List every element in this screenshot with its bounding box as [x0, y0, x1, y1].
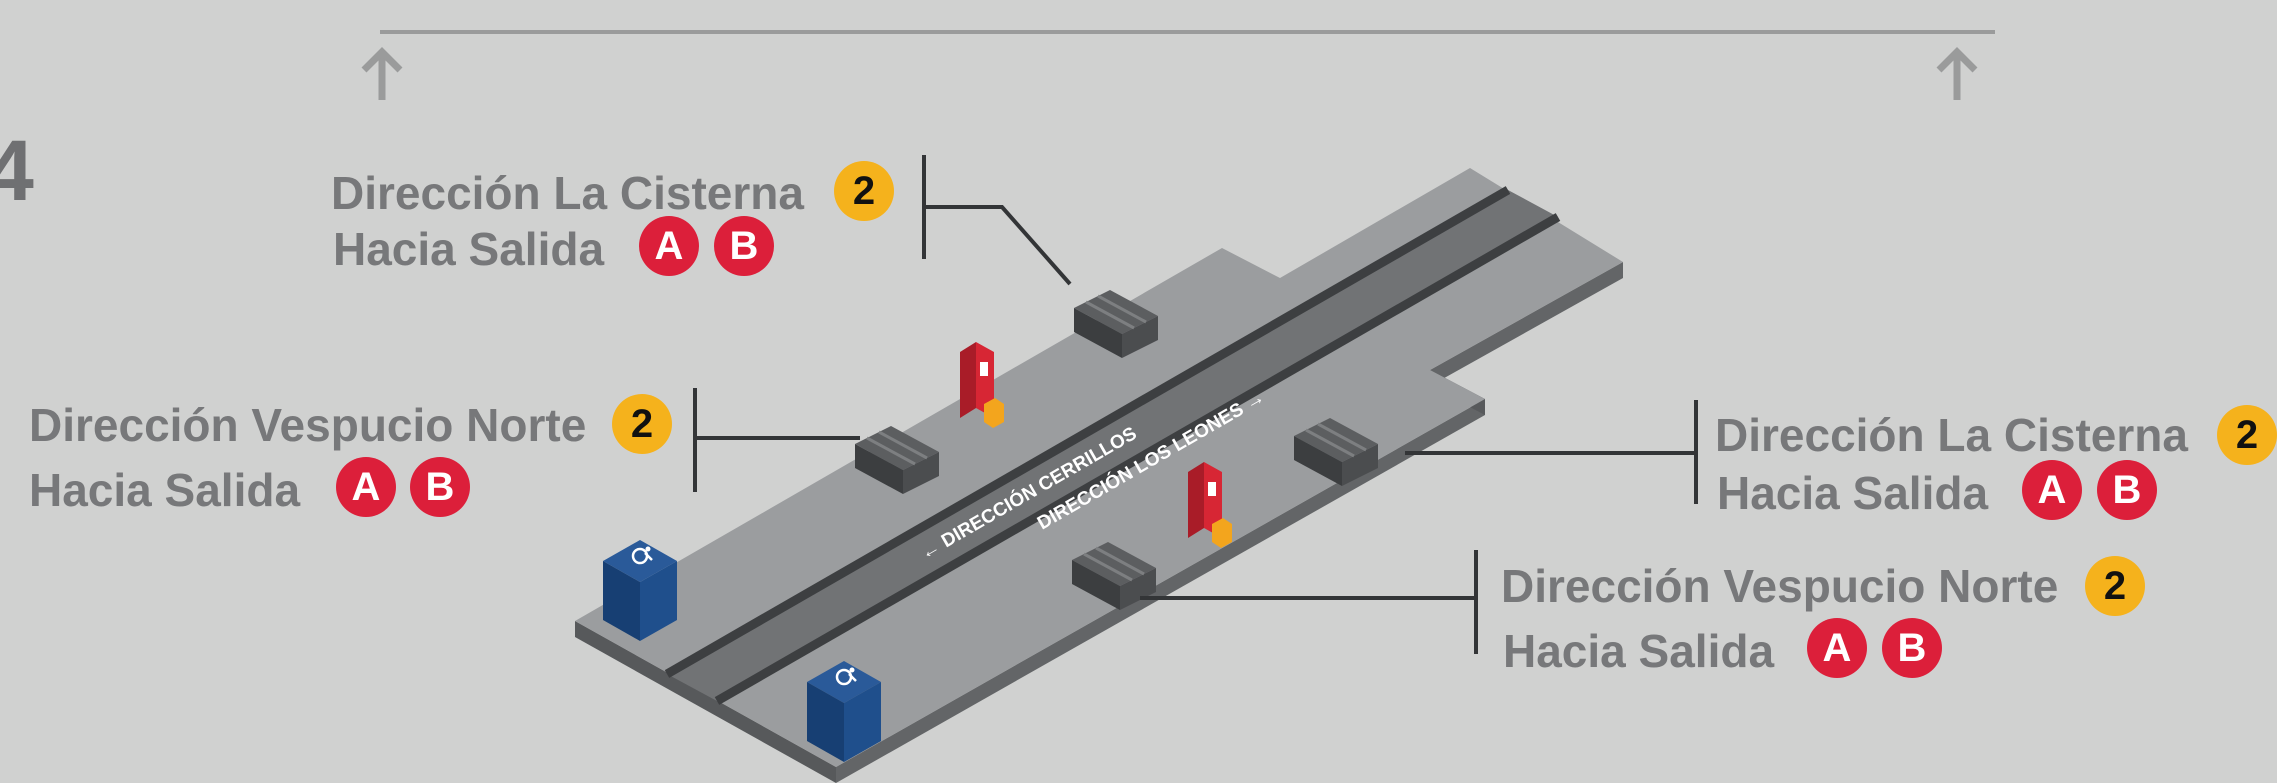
- leader-line: [1405, 400, 1698, 504]
- line-badge: 2: [2217, 405, 2277, 465]
- direction-label: Dirección Vespucio Norte: [1501, 560, 2059, 612]
- exit-label: Hacia Salida: [29, 464, 301, 516]
- elevator-icon: [807, 661, 881, 762]
- leader-line: [693, 388, 860, 492]
- exit-badge-a: A: [336, 457, 396, 517]
- exit-badge-b: B: [410, 457, 470, 517]
- up-arrow-icon: [361, 47, 403, 100]
- direction-label: Dirección La Cisterna: [1715, 409, 2188, 461]
- exit-badge-a: A: [2022, 460, 2082, 520]
- wheelchair-icon: [631, 546, 653, 565]
- exit-badge-a: A: [639, 216, 699, 276]
- exit-label: Hacia Salida: [1503, 625, 1775, 677]
- wheelchair-icon: [835, 667, 857, 686]
- exit-badge-b: B: [1882, 618, 1942, 678]
- line-badge: 2: [834, 161, 894, 221]
- leader-line: [1140, 550, 1478, 654]
- exit-label: Hacia Salida: [333, 223, 605, 275]
- stairs-icon: [1294, 418, 1378, 486]
- level-number: 4: [0, 123, 34, 219]
- exit-badge-b: B: [714, 216, 774, 276]
- line-badge: 2: [612, 394, 672, 454]
- fire-extinguisher-icon: [960, 342, 1004, 428]
- exit-badge-a: A: [1807, 618, 1867, 678]
- leader-line: [922, 155, 1072, 286]
- fire-extinguisher-icon: [1188, 462, 1232, 548]
- rail-left: [664, 186, 1511, 678]
- stairs-icon: [1072, 542, 1156, 610]
- direction-label: Dirección La Cisterna: [331, 167, 804, 219]
- up-arrow-icon: [1936, 47, 1978, 100]
- direction-label: Dirección Vespucio Norte: [29, 399, 587, 451]
- exit-badge-b: B: [2097, 460, 2157, 520]
- elevator-icon: [603, 540, 677, 641]
- exit-label: Hacia Salida: [1717, 467, 1989, 519]
- rail-right: [714, 213, 1561, 705]
- stairs-icon: [855, 426, 939, 494]
- stairs-icon: [1074, 290, 1158, 358]
- line-badge: 2: [2085, 556, 2145, 616]
- track-bed: [667, 190, 1558, 701]
